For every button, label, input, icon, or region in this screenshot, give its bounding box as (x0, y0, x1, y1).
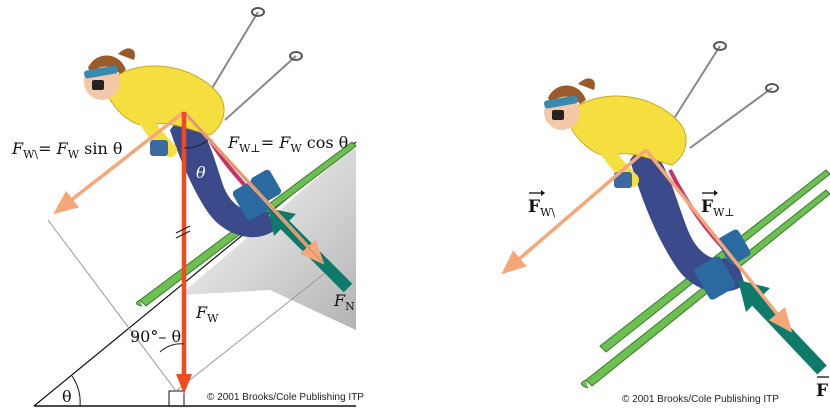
slope-shadow (180, 148, 356, 330)
parallel-component-arrow-right (501, 148, 648, 275)
svg-text:FW⊥: FW⊥ (701, 197, 735, 219)
label-fn-right-partial: F (816, 376, 829, 401)
parallel-component-arrow (53, 110, 186, 215)
label-fn: FN (333, 291, 355, 313)
theta-arc-body (183, 139, 209, 149)
right-panel: FW\ FW⊥ F © 2001 Brooks/Cole Publishing … (501, 41, 830, 405)
ski-poles (204, 7, 303, 121)
left-panel: FW\= FW sin θ FW⊥= FW cos θ θ FW FN 90°–… (11, 7, 364, 407)
svg-text:F: F (816, 381, 828, 401)
perpendicular-component-arrow (182, 110, 325, 265)
skier-figure-right (544, 78, 751, 300)
ski-poles-right (667, 41, 779, 149)
label-fw-parallel-right: FW\ (528, 190, 555, 219)
label-theta-incline: θ (62, 387, 72, 406)
credit-left: © 2001 Brooks/Cole Publishing ITP (207, 392, 364, 403)
label-fw-parallel: FW\= FW sin θ (11, 139, 122, 161)
label-fw-perpendicular: FW⊥= FW cos θ (227, 133, 348, 155)
component-construction-lines (47, 219, 331, 392)
credit-right: © 2001 Brooks/Cole Publishing ITP (622, 394, 779, 405)
label-fw: FW (195, 303, 219, 325)
complement-angle-arc (159, 343, 185, 353)
label-complement-angle: 90°– θ (130, 327, 181, 346)
label-fw-perp-right: FW⊥ (701, 190, 735, 219)
label-theta-body: θ (196, 163, 206, 182)
normal-force-arrow-right (738, 280, 827, 375)
svg-text:FW\: FW\ (528, 197, 555, 219)
perpendicular-component-arrow-right (644, 148, 793, 333)
weight-arrow (175, 112, 192, 394)
